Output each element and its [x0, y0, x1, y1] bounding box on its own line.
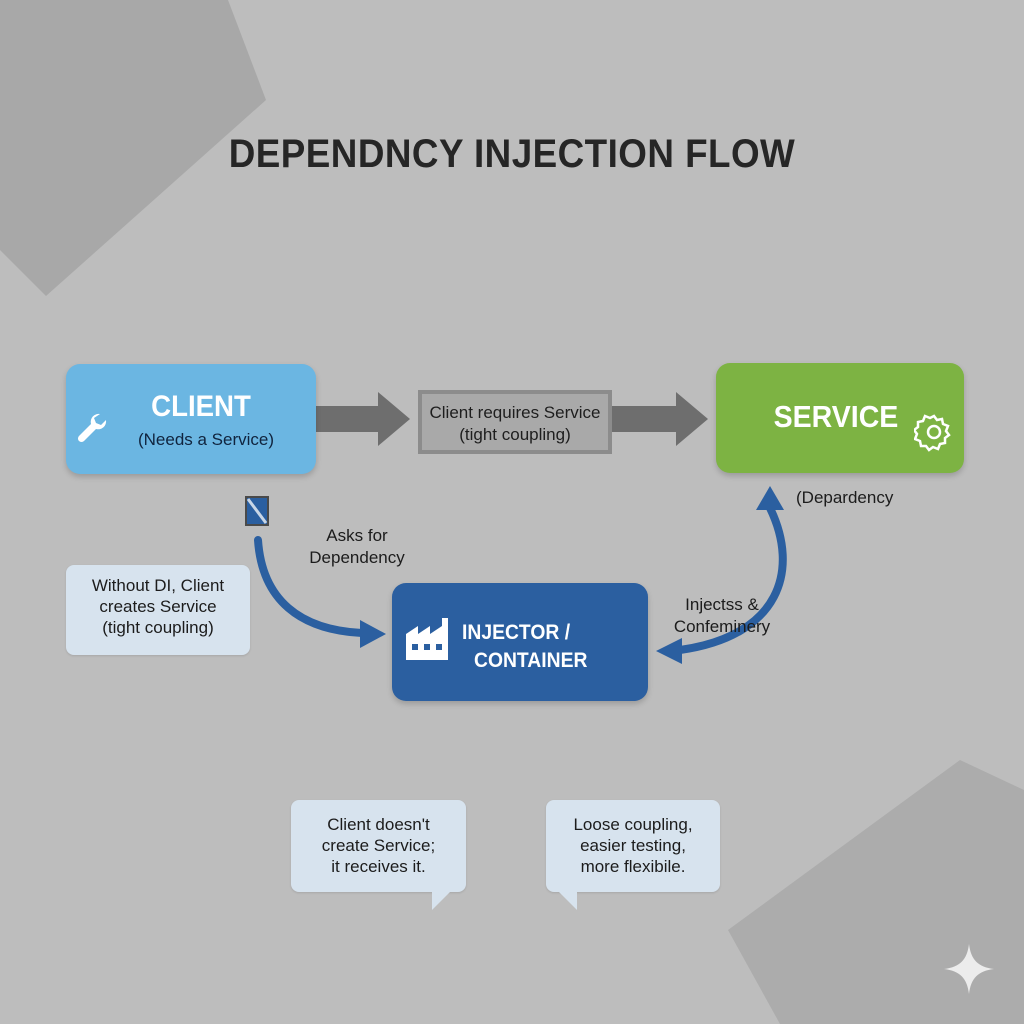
injects-line1: Injectss &: [685, 595, 759, 614]
client-name: CLIENT: [151, 390, 251, 423]
service-box[interactable]: SERVICE: [716, 363, 964, 473]
dependency-label: (Depardency: [796, 488, 894, 507]
arrow-label-to-service: [612, 392, 708, 446]
arrow-service-to-injector-head: [656, 638, 682, 664]
page-title: DEPENDNCY INJECTION FLOW: [228, 132, 796, 176]
bg-shape-top-left: [0, 0, 266, 296]
asks-for-dependency-label: Asks for Dependency: [302, 525, 412, 569]
client-subtitle: (Needs a Service): [137, 430, 275, 449]
speech-tail-1: [432, 890, 452, 910]
service-name: SERVICE: [773, 399, 899, 434]
document-icon: [245, 496, 269, 526]
injects-line2: Confeminery: [673, 617, 771, 636]
note-bottom2-line2: easier testing,: [580, 836, 686, 855]
factory-icon: [406, 618, 448, 660]
sparkle-icon: [944, 944, 994, 994]
note-bottom1-line2: create Service;: [321, 836, 436, 855]
note-left-line2: creates Service: [99, 597, 217, 616]
wrench-icon: [77, 413, 107, 443]
arrow-client-to-label: [316, 392, 410, 446]
note-bottom1-line1: Client doesn't: [327, 815, 430, 834]
injector-box[interactable]: INJECTOR / CONTAINER: [392, 583, 648, 701]
note-without-di: Without DI, Client creates Service (tigh…: [66, 565, 250, 655]
injects-label: Injectss & Confeminery: [668, 594, 776, 638]
asks-line1: Asks for: [326, 526, 388, 545]
injector-name-line1: INJECTOR /: [462, 621, 571, 644]
arrow-injector-to-service-head: [756, 486, 784, 510]
arrow-client-to-injector: [254, 536, 366, 637]
note-bottom2-line1: Loose coupling,: [573, 815, 693, 834]
coupling-label-line1: Client requires Service: [429, 403, 601, 422]
arrow-client-to-injector-head: [360, 620, 386, 648]
note-client-receives: Client doesn't create Service; it receiv…: [291, 800, 466, 892]
arrow-service-to-injector: [676, 504, 787, 654]
note-left-line1: Without DI, Client: [91, 576, 225, 595]
gear-icon: [914, 414, 951, 452]
note-bottom2-line3: more flexibile.: [580, 857, 686, 876]
note-left-line3: (tight coupling): [102, 618, 214, 637]
note-loose-coupling: Loose coupling, easier testing, more fle…: [546, 800, 720, 892]
coupling-label-line2: (tight coupling): [459, 425, 571, 444]
speech-tail-2: [557, 890, 577, 910]
client-box[interactable]: CLIENT (Needs a Service): [66, 364, 316, 474]
bg-shape-bottom-right: [728, 760, 1024, 1024]
note-bottom1-line3: it receives it.: [331, 857, 426, 876]
asks-line2: Dependency: [309, 548, 405, 567]
coupling-label: Client requires Service (tight coupling): [418, 390, 612, 454]
injector-name-line2: CONTAINER: [474, 649, 588, 672]
